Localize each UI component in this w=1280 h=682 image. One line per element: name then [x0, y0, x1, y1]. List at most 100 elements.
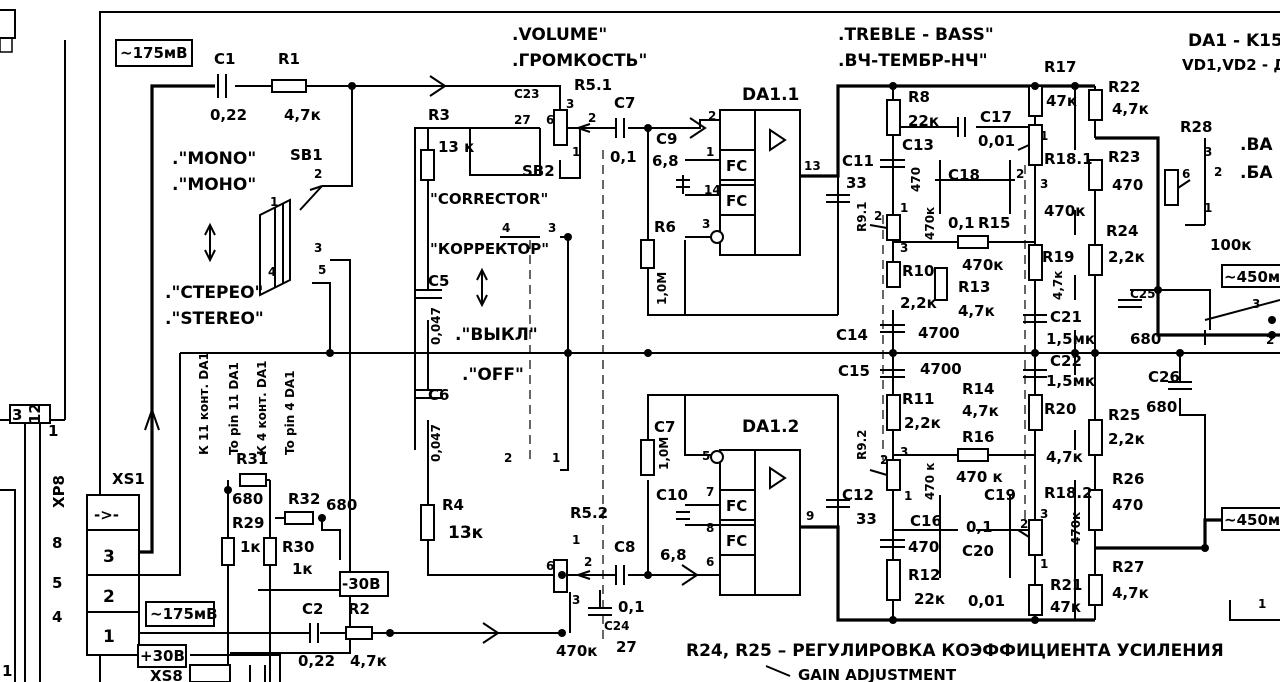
c20-value: 0,01	[968, 592, 1005, 610]
r7-label: C7	[654, 418, 675, 436]
r13-label: R13	[958, 278, 990, 296]
sb1-switch	[259, 185, 323, 297]
c24-value: 27	[616, 638, 637, 656]
c23-label: C23	[514, 87, 540, 101]
r28-value: 100к	[1210, 236, 1252, 254]
conn-p1: 1	[48, 422, 58, 440]
fc-label: FC	[726, 157, 747, 175]
r5-value: 470к	[556, 642, 598, 660]
r4-value: 13к	[448, 523, 484, 543]
c9-label: C9	[656, 130, 677, 148]
c7-value: 0,1	[610, 148, 637, 166]
pin-num: 2	[880, 453, 888, 467]
r11-value: 2,2к	[904, 414, 941, 432]
r22-label: R22	[1108, 78, 1140, 96]
c19-label: C19	[984, 486, 1016, 504]
r25-value: 2,2к	[1108, 430, 1145, 448]
vd-note: VD1,VD2 - Д	[1182, 56, 1280, 74]
xs1-pin3: 3	[103, 547, 115, 567]
mechanical-linkages	[529, 150, 1026, 640]
c2-label: C2	[302, 600, 323, 618]
pin-num: 13	[804, 159, 821, 173]
r6-label: R6	[654, 218, 676, 236]
c18-label: C18	[948, 166, 980, 184]
pin-num: 1	[1040, 557, 1048, 571]
pin-num: 6	[706, 555, 714, 569]
c6-label: C6	[428, 386, 449, 404]
r16-label: R16	[962, 428, 994, 446]
c8-value: 0,1	[618, 598, 645, 616]
level-in-top: ~175мВ	[120, 44, 188, 62]
r14-label: R14	[962, 380, 994, 398]
xs1-arrow: ->-	[94, 506, 119, 524]
c19-value: 0,1	[966, 518, 993, 536]
pin-num: 3	[572, 593, 580, 607]
opamp-da12	[710, 449, 801, 596]
r26-value: 470	[1112, 496, 1143, 514]
pin-num: 3	[548, 221, 556, 235]
pin-num: 1	[904, 489, 912, 503]
c13-label: C13	[902, 136, 934, 154]
pin-num: 3	[1040, 507, 1048, 521]
pin-num: 1	[572, 533, 580, 547]
r91-label: R9.1	[855, 202, 869, 233]
pin-to4: To pin 4 DA1	[283, 370, 297, 455]
fc-label: FC	[726, 532, 747, 550]
r12-label: R12	[908, 566, 940, 584]
pin-num: 1	[1040, 129, 1048, 143]
pin-num: 6	[546, 113, 554, 127]
pin-num: 3	[314, 241, 322, 255]
pin-k4: К 4 конт. DA1	[255, 361, 269, 455]
c6-value: 0,047	[429, 424, 443, 462]
mono-en: ."MONO"	[172, 149, 256, 169]
corrector-ru: "КОРРЕКТОР"	[430, 240, 549, 258]
r4-label: R4	[442, 496, 464, 514]
fc-label: FC	[726, 192, 747, 210]
balance-en-label: .BA	[1240, 135, 1273, 155]
c18-value: 0,1	[948, 214, 975, 232]
wires	[139, 84, 1280, 682]
corrector-en: "CORRECTOR"	[430, 190, 548, 208]
xs8-label: XS8	[150, 667, 183, 682]
pin-num: 9	[806, 509, 814, 523]
pin-num: 2	[504, 451, 512, 465]
pin-num: 5	[318, 263, 326, 277]
r31-label: R31	[236, 450, 268, 468]
c2-value: 0,22	[298, 652, 335, 670]
pin-num: 3	[702, 217, 710, 231]
pin-num: 4	[268, 265, 276, 279]
c16-value: 470	[908, 538, 939, 556]
r23-label: R23	[1108, 148, 1140, 166]
c10-value: 6,8	[660, 546, 687, 564]
r27-label: R27	[1112, 558, 1144, 576]
c20-label: C20	[962, 542, 994, 560]
level-out-top: ~450м	[1224, 268, 1280, 286]
mono-ru: ."МОНО"	[172, 175, 256, 195]
r10-label: R10	[902, 262, 934, 280]
pin-num: 1	[706, 145, 714, 159]
footnote-ru: R24, R25 – РЕГУЛИРОВКА КОЭФФИЦИЕНТА УСИЛ…	[686, 641, 1224, 661]
capacitors	[217, 74, 1192, 643]
da1-note: DA1 - K15	[1188, 31, 1280, 51]
r28-label: R28	[1180, 118, 1212, 136]
r22-value: 4,7к	[1112, 100, 1149, 118]
pin-num: 1	[572, 145, 580, 159]
r6-value: 1,0M	[655, 272, 669, 305]
pin-k11: К 11 конт. DA1	[197, 352, 211, 455]
c25-value: 680	[1130, 330, 1161, 348]
r2-label: R2	[348, 600, 370, 618]
signal-arrows	[204, 75, 707, 644]
pin-num: 5	[702, 449, 710, 463]
c11-value: 33	[846, 174, 867, 192]
xs1-pin2: 2	[103, 587, 115, 607]
c10-label: C10	[656, 486, 688, 504]
pin-num: 4	[502, 221, 510, 235]
c11-label: C11	[842, 152, 874, 170]
pin-num: 3	[1204, 145, 1212, 159]
r16-value-vertical: 470 к	[923, 463, 937, 500]
conn-p8: 8	[52, 534, 62, 552]
conn-p5: 5	[52, 574, 62, 592]
c1-value: 0,22	[210, 106, 247, 124]
r12-value: 22к	[914, 590, 945, 608]
